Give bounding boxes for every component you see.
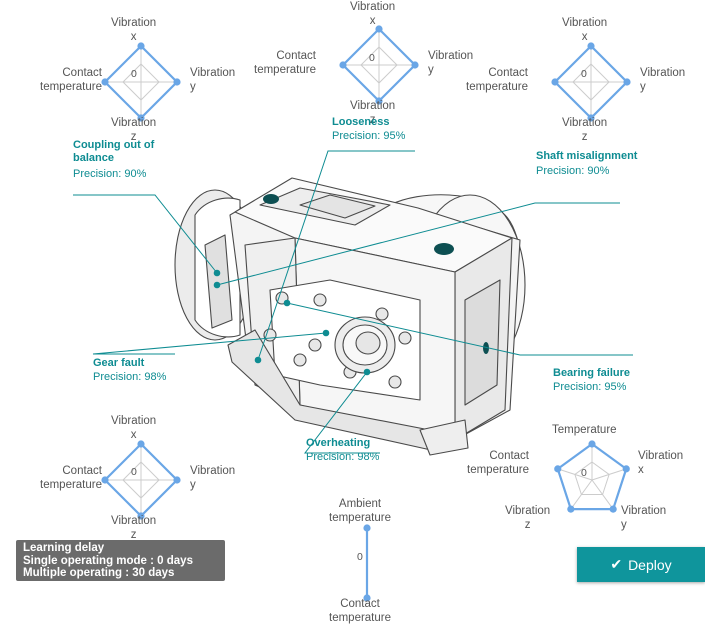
radar-br-series — [556, 442, 628, 511]
fault-looseness-name: Looseness — [332, 116, 390, 128]
learning-single-mode: Single operating mode : 0 days — [23, 554, 193, 567]
radar-tl-label-z: Vibration z — [111, 117, 157, 143]
radar-tl-label-y: Vibration y — [190, 67, 236, 93]
radar-br-axis-3 — [570, 479, 593, 510]
radar-br-axis-1 — [591, 468, 627, 481]
radar-tl-point-1 — [173, 78, 181, 86]
callout-dots — [213, 269, 371, 376]
radar-tl-point-2 — [137, 114, 145, 122]
radar-br-label-temperature: Temperature — [552, 424, 617, 436]
radar-bc-point-1 — [363, 594, 371, 602]
fault-shaft-name: Shaft misalignment — [536, 150, 638, 162]
radar-tc-point-2 — [375, 97, 383, 105]
radar-tl-point-0 — [137, 42, 145, 50]
radar-bl-point-1 — [173, 476, 181, 484]
radar-tc-label-y: Vibration y — [428, 50, 474, 76]
callout-lines — [73, 150, 633, 454]
fault-bearing-precision: Precision: 95% — [553, 381, 627, 393]
fault-overheating-name: Overheating — [306, 437, 371, 449]
radar-br-grid-0 — [574, 461, 610, 496]
radar-tr-label-y: Vibration y — [640, 67, 686, 93]
fault-coupling-precision: Precision: 90% — [73, 168, 147, 180]
radar-br-point-4 — [554, 465, 562, 473]
radar-tc-label-z: Vibration z — [350, 100, 396, 126]
radar-br-point-0 — [588, 440, 596, 448]
radar-tl-point-3 — [101, 78, 109, 86]
radar-bl-point-0 — [137, 440, 145, 448]
radar-bc-label-ambient: Ambient temperature — [329, 498, 392, 524]
radar-br-label-z: Vibration z — [505, 505, 551, 531]
fault-overheating-precision: Precision: 98% — [306, 451, 380, 463]
radar-bc-point-0 — [363, 524, 371, 532]
radar-tr-point-0 — [587, 42, 595, 50]
radar-bl-label-x: Vibration x — [111, 415, 157, 441]
radar-bc-zero: 0 — [357, 551, 363, 563]
fault-bearing-name: Bearing failure — [553, 367, 631, 379]
radar-tc-label-contact: Contact temperature — [254, 50, 317, 76]
radar-charts — [101, 25, 631, 602]
radar-tr-zero: 0 — [581, 68, 587, 80]
fault-coupling-name: Coupling out of balance — [73, 139, 155, 164]
learning-delay-title: Learning delay — [23, 542, 105, 554]
radar-bl-zero: 0 — [131, 466, 137, 478]
deploy-label: Deploy — [628, 556, 672, 573]
radar-tr-point-3 — [551, 78, 559, 86]
radar-tc-point-3 — [339, 61, 347, 69]
learning-multiple-mode: Multiple operating : 30 days — [23, 567, 175, 579]
radar-br-zero: 0 — [581, 467, 587, 479]
fault-looseness-precision: Precision: 95% — [332, 130, 406, 142]
fault-shaft-precision: Precision: 90% — [536, 165, 610, 177]
radar-bl-label-contact: Contact temperature — [40, 465, 103, 491]
radar-tr-label-contact: Contact temperature — [466, 67, 529, 93]
radar-br-axis-2 — [591, 479, 614, 510]
radar-br-label-y: Vibration y — [621, 505, 667, 531]
deploy-button[interactable]: ✔ Deploy — [577, 547, 705, 582]
fault-gear-name: Gear fault — [93, 357, 145, 369]
radar-tc-label-x: Vibration x — [350, 1, 396, 27]
gearbox-illustration — [174, 177, 526, 456]
radar-br-axis-4 — [557, 468, 593, 481]
radar-br-point-3 — [567, 505, 575, 513]
radar-bl-label-z: Vibration z — [111, 515, 157, 541]
radar-tr-point-2 — [587, 114, 595, 122]
radar-tc-point-0 — [375, 25, 383, 33]
radar-br-label-contact: Contact temperature — [467, 450, 530, 476]
radar-tc-point-1 — [411, 61, 419, 69]
radar-br-point-2 — [609, 505, 617, 513]
radar-tr-point-1 — [623, 78, 631, 86]
learning-delay-box: Learning delay Single operating mode : 0… — [16, 540, 225, 581]
fault-gear-precision: Precision: 98% — [93, 371, 167, 383]
radar-bc-label-contact: Contact temperature — [329, 598, 392, 624]
check-icon: ✔ — [610, 556, 623, 572]
radar-br-point-1 — [622, 465, 630, 473]
radar-tl-zero: 0 — [131, 68, 137, 80]
radar-tc-zero: 0 — [369, 52, 375, 64]
radar-tl-label-x: Vibration x — [111, 17, 157, 43]
radar-tr-label-z: Vibration z — [562, 117, 608, 143]
radar-bl-label-y: Vibration y — [190, 465, 236, 491]
radar-bl-point-3 — [101, 476, 109, 484]
radar-bl-point-2 — [137, 512, 145, 520]
radar-br-label-x: Vibration x — [638, 450, 684, 476]
radar-tr-label-x: Vibration x — [562, 17, 608, 43]
radar-tl-label-contact: Contact temperature — [40, 67, 103, 93]
